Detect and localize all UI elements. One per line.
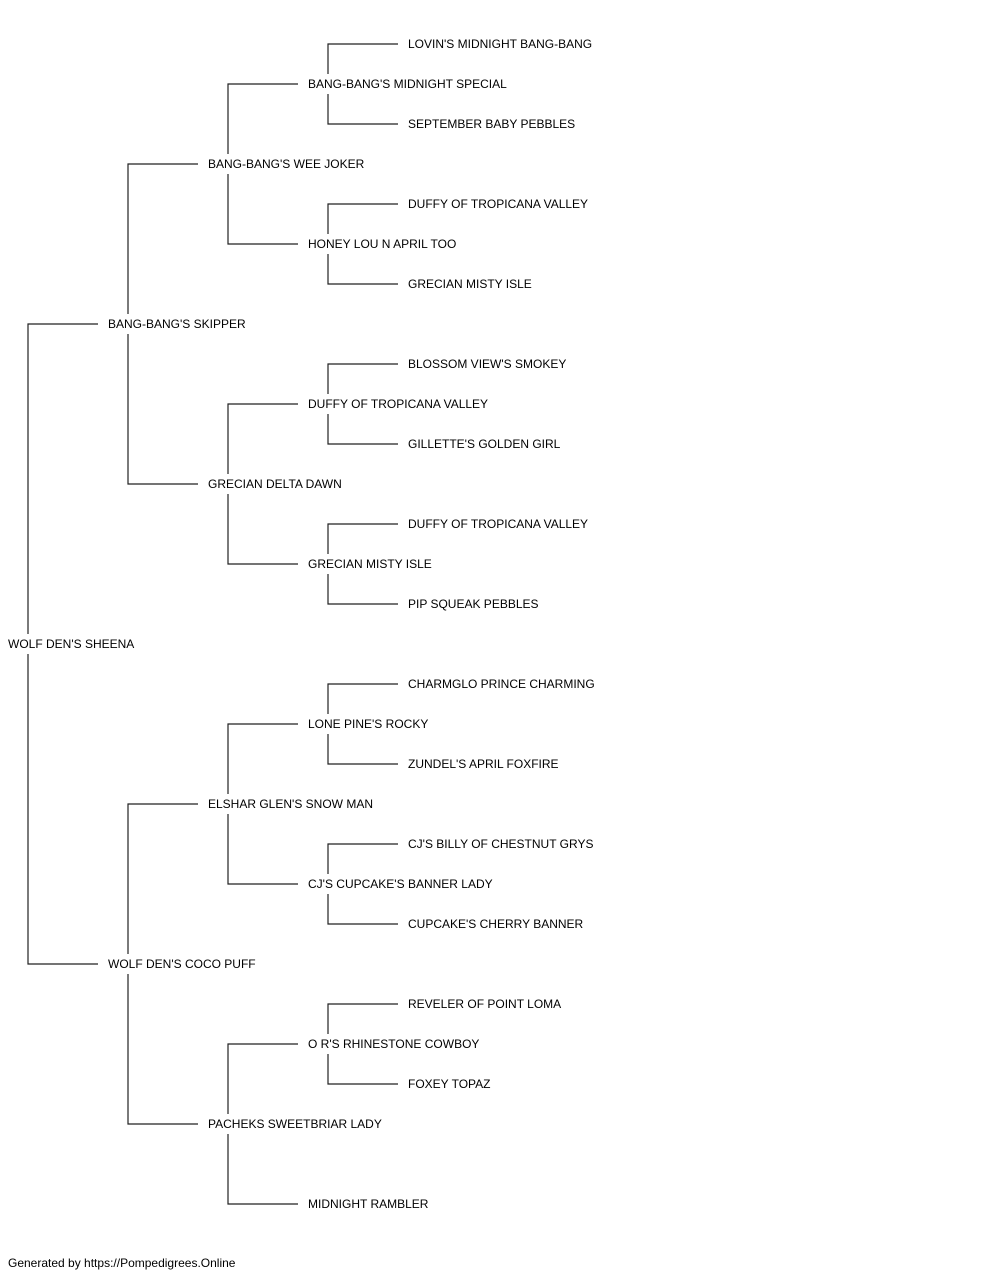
dam-connector [227,814,298,885]
dam-connector [127,334,198,485]
sire-connector [127,803,198,954]
dam-name: CJ'S CUPCAKE'S BANNER LADY [308,877,493,891]
sire-connector [127,163,198,314]
dam-connector [327,94,398,125]
dam-connector [327,574,398,605]
sire-name: BLOSSOM VIEW'S SMOKEY [408,357,566,371]
dam-name: WOLF DEN'S COCO PUFF [108,957,256,971]
dam-connector [327,894,398,925]
sire-name: LOVIN'S MIDNIGHT BANG-BANG [408,37,592,51]
sire-name: LONE PINE'S ROCKY [308,717,428,731]
footer-credit: Generated by https://Pompedigrees.Online [8,1256,236,1270]
dam-connector [327,1054,398,1085]
sire-connector [227,83,298,154]
sire-connector [327,683,398,714]
sire-name: O R'S RHINESTONE COWBOY [308,1037,479,1051]
sire-name: DUFFY OF TROPICANA VALLEY [308,397,488,411]
sire-name: BANG-BANG'S WEE JOKER [208,157,365,171]
subject-name: WOLF DEN'S SHEENA [8,637,134,651]
dam-name: FOXEY TOPAZ [408,1077,490,1091]
dam-connector [227,1134,298,1205]
dam-name: GRECIAN MISTY ISLE [408,277,532,291]
dam-name: PACHEKS SWEETBRIAR LADY [208,1117,382,1131]
dam-name: GRECIAN MISTY ISLE [308,557,432,571]
dam-name: PIP SQUEAK PEBBLES [408,597,539,611]
dam-connector [327,414,398,445]
dam-name: HONEY LOU N APRIL TOO [308,237,456,251]
dam-name: SEPTEMBER BABY PEBBLES [408,117,575,131]
sire-connector [327,203,398,234]
sire-name: CJ'S BILLY OF CHESTNUT GRYS [408,837,593,851]
sire-name: ELSHAR GLEN'S SNOW MAN [208,797,373,811]
sire-name: BANG-BANG'S SKIPPER [108,317,246,331]
dam-name: MIDNIGHT RAMBLER [308,1197,429,1211]
dam-name: GRECIAN DELTA DAWN [208,477,342,491]
sire-connector [327,1003,398,1034]
dam-name: CUPCAKE'S CHERRY BANNER [408,917,584,931]
sire-name: DUFFY OF TROPICANA VALLEY [408,197,588,211]
sire-connector [227,723,298,794]
dam-connector [127,974,198,1125]
sire-connector [27,323,98,634]
dam-name: GILLETTE'S GOLDEN GIRL [408,437,561,451]
dam-connector [327,254,398,285]
sire-connector [227,1043,298,1114]
dam-connector [227,494,298,565]
sire-connector [327,523,398,554]
dam-connector [227,174,298,245]
sire-name: REVELER OF POINT LOMA [408,997,561,1011]
sire-name: DUFFY OF TROPICANA VALLEY [408,517,588,531]
dam-name: ZUNDEL'S APRIL FOXFIRE [408,757,559,771]
dam-connector [327,734,398,765]
sire-name: CHARMGLO PRINCE CHARMING [408,677,595,691]
sire-connector [327,43,398,74]
sire-connector [327,843,398,874]
sire-connector [227,403,298,474]
sire-name: BANG-BANG'S MIDNIGHT SPECIAL [308,77,507,91]
sire-connector [327,363,398,394]
dam-connector [27,654,98,965]
